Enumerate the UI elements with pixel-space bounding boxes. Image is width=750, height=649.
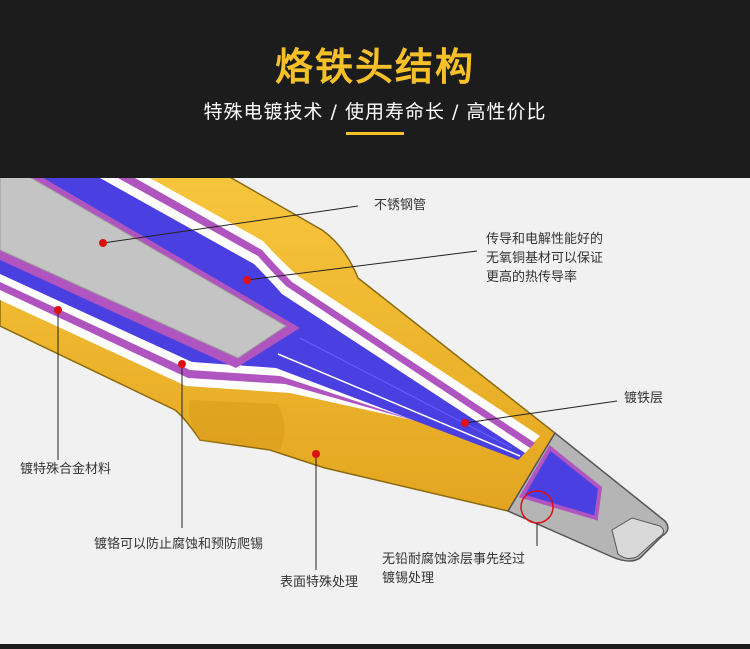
- label-alloy-material: 镀特殊合金材料: [20, 462, 112, 477]
- label-stainless-tube: 不锈钢管: [374, 198, 427, 213]
- marker-surface: [312, 450, 320, 458]
- marker-alloy: [54, 306, 62, 314]
- leader-lines: [57, 205, 618, 570]
- page-subtitle: 特殊电镀技术 / 使用寿命长 / 高性价比: [203, 101, 547, 123]
- label-copper-core-line1: 传导和电解性能好的: [486, 232, 604, 247]
- stainless-tube: [0, 178, 287, 359]
- marker-stainless: [99, 239, 107, 247]
- label-copper-core-line2: 无氧铜基材可以保证: [486, 251, 604, 266]
- soldering-tip-diagram: [0, 178, 669, 570]
- marker-iron: [461, 419, 469, 427]
- bottom-bar: [0, 644, 750, 649]
- marker-chrome: [178, 360, 186, 368]
- core-shade-line: [299, 337, 513, 449]
- marker-dots: [54, 239, 469, 458]
- tip-bevel: [611, 517, 664, 560]
- title-underline: [346, 132, 404, 135]
- label-surface-treatment: 表面特殊处理: [280, 575, 359, 590]
- marker-copper: [243, 276, 251, 284]
- label-copper-core-line3: 更高的热传导率: [486, 270, 578, 285]
- diagram-area: 不锈钢管 传导和电解性能好的 无氧铜基材可以保证 更高的热传导率 镀铁层 镀特殊…: [0, 178, 750, 644]
- label-iron-plating: 镀铁层: [624, 391, 664, 406]
- page-title: 烙铁头结构: [274, 45, 475, 89]
- core-highlight-line: [277, 353, 521, 457]
- label-lead-free-line1: 无铅耐腐蚀涂层事先经过: [382, 552, 526, 567]
- label-chrome-plating: 镀铬可以防止腐蚀和预防爬锡: [94, 537, 264, 552]
- header-band: 烙铁头结构 特殊电镀技术 / 使用寿命长 / 高性价比: [0, 0, 750, 178]
- core-tip-end: [518, 444, 603, 521]
- gold-lower-band: [188, 400, 285, 450]
- label-lead-free-line2: 镀锡处理: [382, 571, 435, 586]
